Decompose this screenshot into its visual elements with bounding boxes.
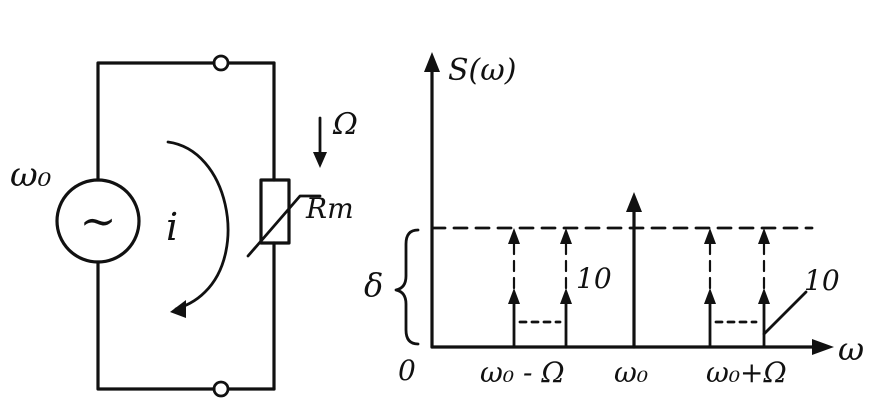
current-label: i <box>166 205 178 249</box>
tick-label-lower-sideband: ω₀ - Ω <box>480 356 565 389</box>
terminal-bottom <box>212 380 230 398</box>
current-loop-arrow <box>166 140 230 311</box>
lower-sideband-count: 10 <box>576 262 612 295</box>
carrier-arrow-head <box>626 192 642 212</box>
source-frequency-label: ω₀ <box>10 155 52 195</box>
modulated-resistor <box>259 178 291 245</box>
circuit-wire-top <box>96 61 216 182</box>
sideband-arrow-r2-high <box>758 228 770 244</box>
sideband-arrow-r2-low <box>758 288 770 304</box>
upper-sideband-group: 10 <box>704 228 840 349</box>
sideband-arrow-r1-low <box>704 288 716 304</box>
resistor-label: Rm <box>305 192 354 225</box>
sideband-arrow-l2-high <box>560 228 572 244</box>
sideband-arrow-l1-high <box>508 228 520 244</box>
x-axis-label: ω <box>838 330 864 368</box>
lower-sideband-group: 10 <box>508 228 612 349</box>
tick-label-upper-sideband: ω₀+Ω <box>706 356 787 389</box>
upper-sideband-count: 10 <box>804 264 840 297</box>
terminal-top <box>212 54 230 72</box>
spectrum-plot: S(ω) ω 0 δ 10 <box>364 52 864 389</box>
delta-label: δ <box>364 266 383 304</box>
y-axis-arrow-head <box>424 52 440 72</box>
circuit-diagram: ~ ω₀ i Rm Ω <box>10 54 358 398</box>
delta-brace <box>394 228 420 346</box>
pump-arrow-head <box>313 152 327 168</box>
ac-source-symbol: ~ <box>80 196 117 247</box>
current-arrow-head <box>170 300 186 318</box>
origin-label: 0 <box>398 354 416 387</box>
sideband-arrow-r1-high <box>704 228 716 244</box>
x-axis-arrow-head <box>812 339 834 355</box>
pump-frequency-label: Ω <box>332 107 358 142</box>
ac-source <box>55 178 141 264</box>
circuit-wire-bottom <box>96 260 216 391</box>
y-axis-label: S(ω) <box>448 53 516 88</box>
sideband-arrow-l1-low <box>508 288 520 304</box>
tick-label-carrier: ω₀ <box>614 356 648 389</box>
resistor-nonlinear-stroke <box>246 194 322 258</box>
sideband-arrow-l2-low <box>560 288 572 304</box>
upper-count-leader <box>762 290 808 336</box>
